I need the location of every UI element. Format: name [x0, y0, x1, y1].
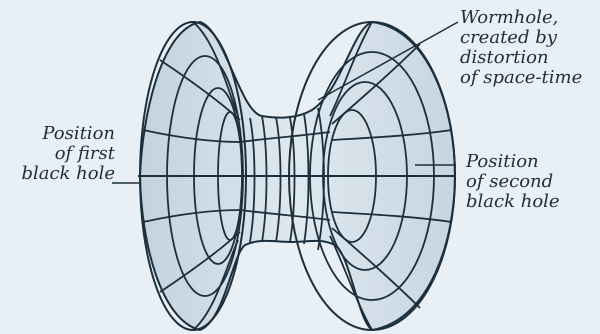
second-black-hole-label-line: Position — [466, 152, 560, 172]
wormhole-label-line: of space-time — [460, 68, 582, 88]
second-black-hole-label-line: of second — [466, 172, 560, 192]
second-black-hole-label-line: black hole — [466, 192, 560, 212]
first-black-hole-label: Position of first black hole — [21, 124, 115, 184]
wormhole-label: Wormhole, created by distortion of space… — [460, 8, 582, 88]
second-black-hole-label: Position of second black hole — [466, 152, 560, 212]
wormhole-label-line: created by — [460, 28, 582, 48]
first-black-hole-label-line: Position — [21, 124, 115, 144]
first-black-hole-label-line: black hole — [21, 164, 115, 184]
wormhole-label-line: Wormhole, — [460, 8, 582, 28]
wormhole-label-line: distortion — [460, 48, 582, 68]
first-black-hole-label-line: of first — [21, 144, 115, 164]
